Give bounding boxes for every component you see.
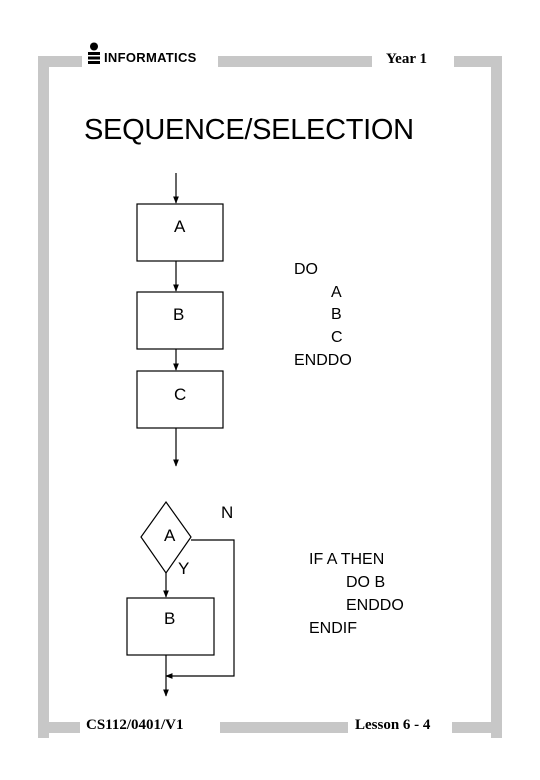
no-branch-label: N bbox=[221, 503, 233, 522]
year-label: Year 1 bbox=[386, 51, 427, 67]
seq-code-do: DO bbox=[294, 261, 318, 278]
frame-top-bar bbox=[38, 56, 502, 67]
seq-box-c-label: C bbox=[174, 385, 186, 404]
frame-right-bar bbox=[491, 56, 502, 738]
lesson-number: Lesson 6 - 4 bbox=[355, 717, 431, 733]
sel-box-b-label: B bbox=[164, 609, 175, 628]
yes-branch-label: Y bbox=[178, 559, 189, 578]
seq-code-enddo: ENDDO bbox=[294, 352, 352, 369]
seq-code-c: C bbox=[331, 329, 343, 346]
seq-box-c bbox=[136, 370, 224, 429]
seq-code-b: B bbox=[331, 306, 342, 323]
page-title: SEQUENCE/SELECTION bbox=[84, 114, 414, 146]
seq-box-a bbox=[136, 203, 224, 262]
sel-code-if: IF A THEN bbox=[309, 551, 385, 568]
decision-label: A bbox=[164, 526, 176, 545]
year-backdrop bbox=[372, 49, 454, 73]
sel-code-endif: ENDIF bbox=[309, 620, 357, 637]
frame-left-bar bbox=[38, 56, 49, 738]
seq-box-a-label: A bbox=[174, 217, 186, 236]
seq-box-b-label: B bbox=[173, 305, 184, 324]
seq-box-b bbox=[136, 291, 224, 350]
no-branch-path bbox=[165, 539, 235, 679]
seq-code-a: A bbox=[331, 284, 342, 301]
logo-text: INFORMATICS bbox=[104, 50, 197, 65]
informatics-logo-icon bbox=[88, 42, 100, 64]
frame-bottom-bar bbox=[38, 722, 502, 733]
course-code: CS112/0401/V1 bbox=[86, 717, 184, 733]
sel-box-b bbox=[126, 597, 215, 656]
logo-backdrop bbox=[82, 43, 218, 69]
sel-code-enddo: ENDDO bbox=[346, 597, 404, 614]
sel-code-do-b: DO B bbox=[346, 574, 386, 591]
course-backdrop bbox=[80, 714, 220, 740]
lesson-backdrop bbox=[348, 714, 452, 740]
